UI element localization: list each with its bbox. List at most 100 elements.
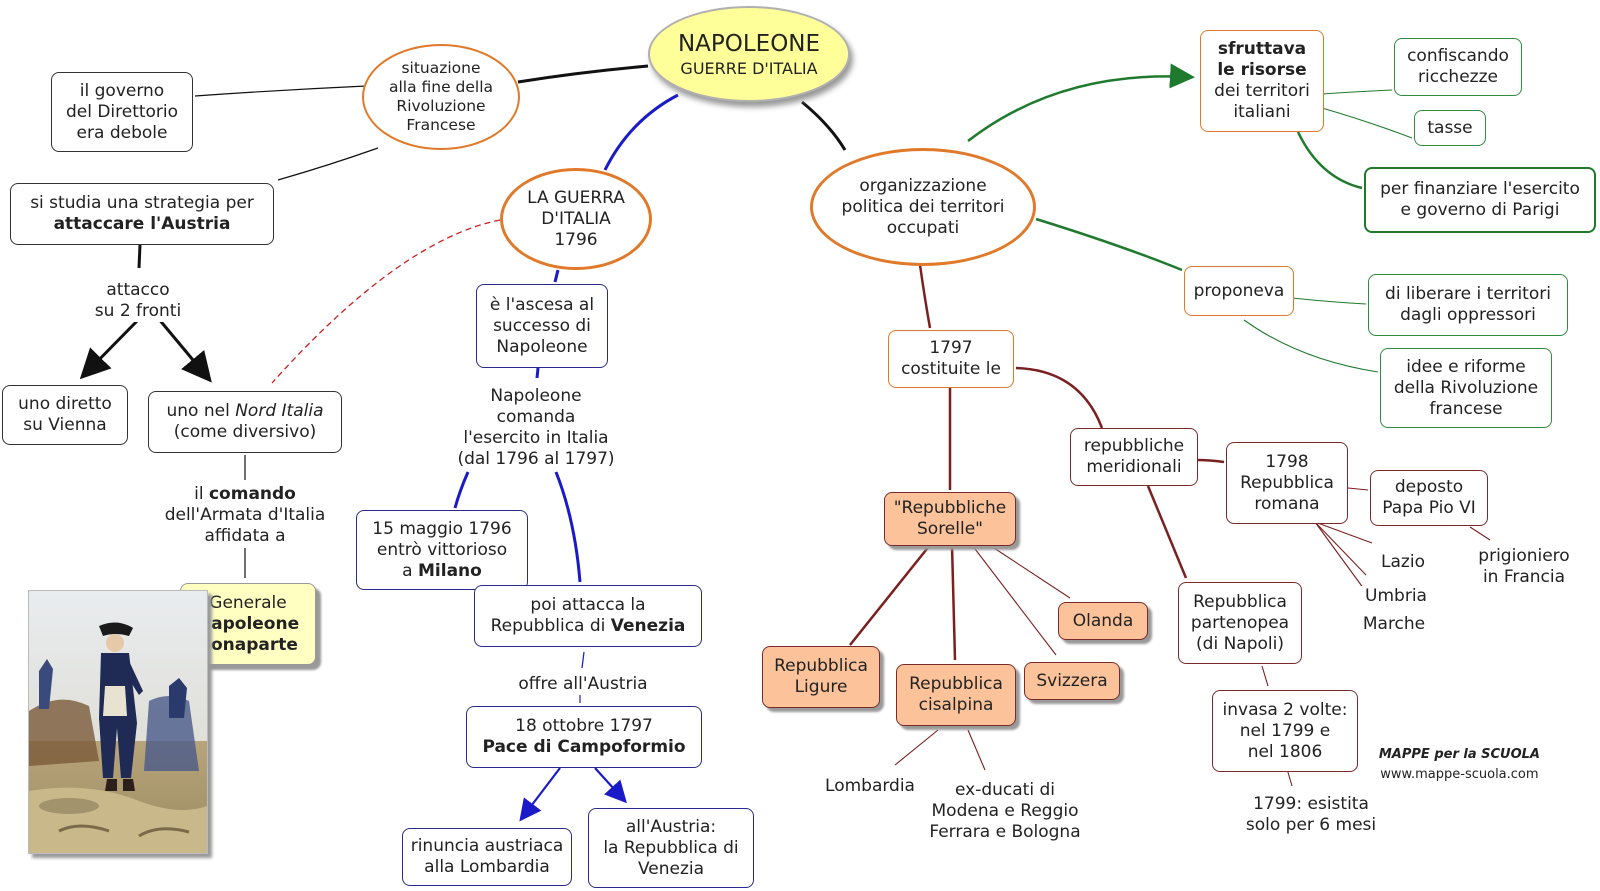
node-papa-pio[interactable]: deposto Papa Pio VI [1370,470,1488,526]
node-governo[interactable]: il governo del Direttorio era debole [51,72,193,152]
node-maggio-1796[interactable]: 15 maggio 1796 entrò vittorioso a Milano [356,510,528,590]
text-line: occupati [886,217,960,238]
brand-title: MAPPE per la SCUOLA [1378,747,1540,762]
text-line: ricchezze [1418,67,1498,87]
text-line: 1797 [929,338,973,358]
node-tasse[interactable]: tasse [1414,110,1486,146]
text-fragment: uno nel [166,401,236,421]
text-line: a Milano [402,561,482,582]
node-repubblica-cisalpina[interactable]: Repubblica cisalpina [896,664,1016,726]
node-austria-venezia[interactable]: all'Austria: la Repubblica di Venezia [588,808,754,888]
text-line: comanda [496,407,576,427]
label-umbria: Umbria [1356,586,1436,607]
text-line: situazione [401,59,481,77]
text-line: Sorelle" [917,519,983,539]
text-line: romana [1254,493,1320,514]
label-esistita: 1799: esistita solo per 6 mesi [1226,794,1396,836]
label-lazio: Lazio [1372,552,1434,573]
text-line: (di Napoli) [1196,633,1284,654]
text-line: 1798 [1265,451,1309,472]
text-line: Repubblica [909,674,1003,694]
node-costituite[interactable]: 1797 costituite le [888,330,1014,388]
text-line: 15 maggio 1796 [372,518,512,539]
node-strategia[interactable]: si studia una strategia per attaccare l'… [10,183,274,245]
text-line: Olanda [1072,610,1134,631]
text-line: ex-ducati di [955,780,1055,800]
label-comando: il comando dell'Armata d'Italia affidata… [152,484,338,547]
label-attacco: attacco su 2 fronti [88,280,188,322]
node-repubbliche-sorelle[interactable]: "Repubbliche Sorelle" [884,492,1016,546]
text-line: idee e riforme [1406,356,1526,377]
text-line-bold: sfruttava [1217,39,1307,59]
text-line: solo per 6 mesi [1245,815,1377,835]
text-line: D'ITALIA [541,208,611,229]
text-line-bold: Pace di Campoformio [482,737,686,757]
text-line: francese [1429,398,1503,419]
text-line: nel 1799 e [1239,720,1331,741]
text-fragment: a [402,560,418,581]
text-line-bold: le risorse [1217,60,1307,80]
text-line: Napoleone [490,386,582,406]
text-line: Ferrara e Bologna [929,822,1081,842]
label-marche: Marche [1354,614,1434,635]
text-line-bold: Napoleone [196,613,300,634]
text-line: 1796 [554,229,598,250]
node-organizzazione[interactable]: organizzazione politica dei territori oc… [810,148,1036,266]
node-rinuncia[interactable]: rinuncia austriaca alla Lombardia [402,828,572,886]
node-repubblica-ligure[interactable]: Repubblica Ligure [762,646,880,708]
node-sfruttava[interactable]: sfruttava le risorse dei territori itali… [1200,30,1324,132]
node-vienna[interactable]: uno diretto su Vienna [2,385,128,445]
text-line: politica dei territori [841,196,1005,217]
node-idee[interactable]: idee e riforme della Rivoluzione frances… [1380,348,1552,428]
text-line: attacco [106,280,170,300]
node-finanziare[interactable]: per finanziare l'esercito e governo di P… [1364,167,1596,233]
text-line: su Vienna [23,415,107,435]
text-line: in Francia [1482,567,1566,587]
text-line: organizzazione [859,175,987,196]
text-bold: comando [208,484,296,504]
text-line: Generale [209,592,287,613]
node-proponeva[interactable]: proponeva [1184,266,1294,316]
node-repubblica-romana[interactable]: 1798 Repubblica romana [1226,442,1348,524]
text-line: Papa Pio VI [1382,498,1476,518]
text-line: rinuncia austriaca [410,836,564,856]
node-situazione[interactable]: situazione alla fine della Rivoluzione F… [362,44,520,150]
node-ascesa[interactable]: è l'ascesa al successo di Napoleone [476,284,608,368]
central-topic[interactable]: NAPOLEONE GUERRE D'ITALIA [648,6,850,102]
node-nord-italia[interactable]: uno nel Nord Italia (come diversivo) [148,391,342,453]
node-confiscando[interactable]: confiscando ricchezze [1394,38,1522,96]
node-venezia[interactable]: poi attacca la Repubblica di Venezia [474,585,702,647]
brand-url[interactable]: www.mappe-scuola.com [1380,767,1539,782]
text-line: dagli oppressori [1400,305,1536,325]
node-repubbliche-meridionali[interactable]: repubbliche meridionali [1070,428,1198,486]
text-line: costituite le [901,359,1001,379]
text-line: deposto [1394,477,1464,497]
text-line: su 2 fronti [94,301,182,321]
node-svizzera[interactable]: Svizzera [1024,662,1120,700]
text-fragment: il [194,484,209,504]
text-line: Svizzera [1036,670,1108,691]
text-line: uno nel Nord Italia [167,401,324,422]
brand-watermark: MAPPE per la SCUOLA www.mappe-scuola.com [1379,745,1540,785]
node-guerra-italia[interactable]: LA GUERRA D'ITALIA 1796 [500,168,652,270]
text-line: cisalpina [918,695,994,715]
text-line: Umbria [1365,586,1427,606]
node-liberare[interactable]: di liberare i territori dagli oppressori [1368,274,1568,336]
text-line: LA GUERRA [527,187,625,208]
text-line: Marche [1362,614,1426,634]
text-line: del Direttorio [65,101,179,122]
napoleon-illustration [29,591,207,853]
node-olanda[interactable]: Olanda [1058,602,1148,640]
node-invasa[interactable]: invasa 2 volte: nel 1799 e nel 1806 [1212,690,1358,772]
text-line: invasa 2 volte: [1222,699,1348,720]
center-subtitle: GUERRE D'ITALIA [680,58,818,78]
node-campoformio[interactable]: 18 ottobre 1797 Pace di Campoformio [466,706,702,768]
text-line: Francese [406,116,476,134]
node-repubblica-partenopea[interactable]: Repubblica partenopea (di Napoli) [1178,582,1302,664]
text-line: italiani [1233,102,1291,122]
text-line: alla Lombardia [424,857,550,877]
text-line: uno diretto [18,394,112,414]
text-line: dell'Armata d'Italia [164,505,326,525]
text-line: successo di [493,315,591,336]
